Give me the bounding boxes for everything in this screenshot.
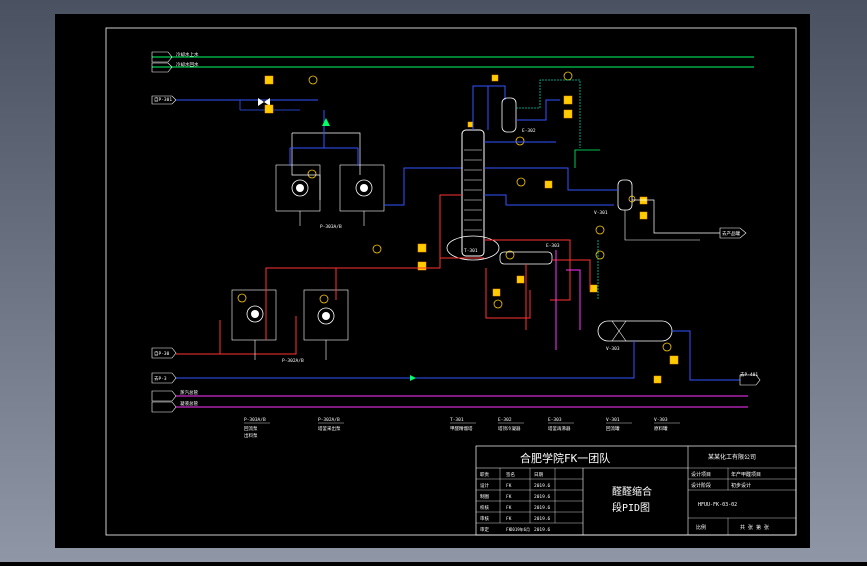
sign-name: 签名 <box>506 471 515 478</box>
left-low1-label: 自P-30 <box>154 350 170 357</box>
cw-return-label: 冷却水回水 <box>176 61 199 68</box>
sign-role: 制图 <box>480 493 489 500</box>
sign-name: FK <box>506 494 512 500</box>
sign-role: 校核 <box>480 504 489 511</box>
condenser-tag: E-302 <box>522 128 536 134</box>
project-label: 设计项目 <box>691 471 711 478</box>
sign-role: 审定 <box>480 526 489 533</box>
sign-name: FK <box>506 483 512 489</box>
sign-date: 2019.6 <box>534 505 551 511</box>
ratio-label: 比例 <box>696 524 706 531</box>
sign-role: 设计 <box>480 482 489 489</box>
drawing-frame <box>105 27 797 536</box>
left-entries: 自P-30 去P-3 <box>151 347 177 384</box>
sign-name: FK <box>506 505 512 511</box>
right-low-label: 去P-401 <box>740 371 758 378</box>
equipment-list-name: 塔顶冷凝器 <box>498 425 521 432</box>
cw-supply-label: 冷却水上水 <box>176 51 199 58</box>
drawing-title-line2: 段PID图 <box>612 501 650 514</box>
equipment-list-tag: T-301 <box>450 417 464 423</box>
equipment-list-tag: E-302 <box>498 417 512 423</box>
pump-group-lower: P-302A/B <box>176 194 484 364</box>
sign-date: 2019.6 <box>534 527 551 533</box>
equipment-list-name: 甲醛精馏塔 <box>450 425 473 432</box>
equipment-list-name: 出料泵 <box>244 432 258 439</box>
stage-label: 设计阶段 <box>691 482 711 489</box>
reboiler: E-303 <box>484 239 599 350</box>
drawing-sheet <box>55 14 810 548</box>
feed-top-label: 自P-301 <box>154 96 172 103</box>
equipment-list-name: 回流泵 <box>244 425 258 432</box>
instrument-tags <box>264 74 679 384</box>
pump-upper-tag: P-303A/B <box>320 224 342 230</box>
sheet-count: 共 张 第 张 <box>740 524 769 531</box>
title-block: 合肥学院FK一团队 某某化工有限公司 设计项目 年产甲醛项目 设计阶段 初步设计… <box>475 445 797 536</box>
reflux-drum-area: 去产品罐 V-301 <box>484 149 747 241</box>
equipment-list-tag: P-302A/B <box>318 417 340 423</box>
drawing-title-line1: 醛醛缩合 <box>612 485 652 498</box>
cooling-water-lines: 冷却水上水 冷却水回水 <box>151 51 754 73</box>
distillation-column: T-301 <box>446 85 506 261</box>
sign-name: FK <box>506 527 512 533</box>
feed-drum: 去P-401 V-303 <box>176 320 761 386</box>
equipment-list-name: 回流罐 <box>606 425 620 432</box>
issue-date: 2019年6月 <box>510 526 530 532</box>
left-low2-label: 去P-3 <box>154 375 167 382</box>
reflux-drum-tag: V-301 <box>594 210 608 216</box>
sign-date: 2019.6 <box>534 516 551 522</box>
sign-name: FK <box>506 516 512 522</box>
drawing-number: HFUU-FK-03-02 <box>698 502 737 508</box>
column-tag: T-301 <box>464 248 478 254</box>
pump-group-upper: P-303A/B <box>275 110 462 230</box>
equipment-list-name: 原料罐 <box>654 425 668 432</box>
equipment-list-tag: V-301 <box>606 417 620 423</box>
sign-date: 2019.6 <box>534 494 551 500</box>
school-name: 合肥学院FK一团队 <box>520 451 610 465</box>
project-value: 年产甲醛项目 <box>731 471 761 478</box>
equipment-list-tag: P-303A/B <box>244 417 266 423</box>
overhead-condenser: E-302 <box>484 79 581 148</box>
feed-drum-tag: V-303 <box>606 346 620 352</box>
equipment-list-name: 塔釜采出泵 <box>318 425 341 432</box>
pump-lower-tag: P-302A/B <box>282 358 304 364</box>
sign-date: 日期 <box>534 472 543 478</box>
stage-value: 初步设计 <box>731 482 751 489</box>
product-exit-label: 去产品罐 <box>722 230 740 237</box>
equipment-list-tag: V-303 <box>654 417 668 423</box>
equipment-list-tag: E-303 <box>548 417 562 423</box>
sign-date: 2019.6 <box>534 483 551 489</box>
condensate-header-label: 凝液总管 <box>180 400 198 407</box>
equipment-list-name: 塔釜再沸器 <box>548 425 571 432</box>
company-name: 某某化工有限公司 <box>708 453 756 461</box>
steam-header-label: 蒸汽总管 <box>180 389 198 396</box>
utility-headers: 蒸汽总管 凝液总管 <box>151 389 748 413</box>
reboiler-tag: E-303 <box>546 243 560 249</box>
sign-role: 审核 <box>480 515 489 522</box>
sign-role: 职责 <box>480 471 489 478</box>
